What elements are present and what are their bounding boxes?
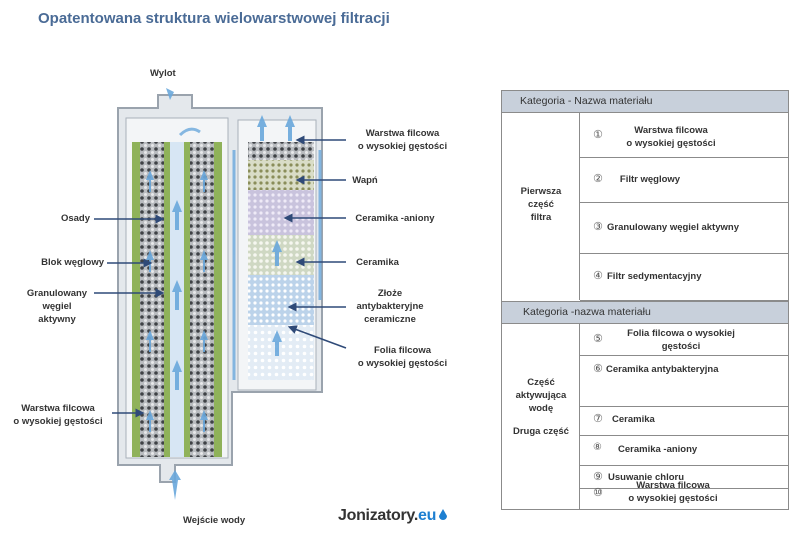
materials-table: Kategoria - Nazwa materiału Pierwsza czę…: [501, 90, 789, 510]
table-row: ⑨ Usuwanie chloru: [580, 466, 788, 489]
table-row: ④ Filtr sedymentacyjny: [580, 254, 788, 301]
label-carbon-block: Blok węglowy: [41, 257, 104, 268]
table-row: ⑥ Ceramika antybakteryjna: [580, 356, 788, 407]
outlet-label: Wylot: [150, 68, 176, 79]
label-anion-ceramic: Ceramika -aniony: [355, 213, 435, 224]
table-header-1: Kategoria - Nazwa materiału: [502, 91, 788, 113]
water-drop-icon: [439, 509, 448, 520]
label-calcium: Wapń: [352, 175, 378, 186]
table-row: ② Filtr węglowy: [580, 158, 788, 203]
table-row: ⑤ Folia filcowa o wysokiej gęstości: [580, 323, 788, 356]
table-row: ③ Granulowany węgiel aktywny: [580, 203, 788, 254]
category-activation-part: Część aktywująca wodę: [515, 377, 567, 414]
label-granulated-carbon: Granulowany węgiel aktywny: [26, 288, 88, 325]
label-antibacterial-bed: Złoże antybakteryjne ceramiczne: [356, 288, 424, 325]
category-second-part: Druga część: [513, 426, 569, 437]
brand-logo: Jonizatory.eu: [338, 507, 448, 525]
label-felt-layer-left: Warstwa filcowa o wysokiej gęstości: [13, 403, 103, 427]
filter-diagram: [94, 88, 347, 500]
table-row: ① Warstwa filcowa o wysokiej gęstości: [580, 112, 788, 158]
table-row: ⑦ Ceramika: [580, 407, 788, 436]
table-row: ⑧ Ceramika -aniony: [580, 436, 788, 466]
label-ceramic: Ceramika: [356, 257, 399, 268]
inlet-label: Wejście wody: [183, 515, 246, 526]
category-first-part: Pierwsza część filtra: [520, 186, 562, 223]
table-header-2: Kategoria -nazwa materiału: [502, 301, 788, 324]
page-title: Opatentowana struktura wielowarstwowej f…: [38, 10, 390, 27]
label-sediment: Osady: [60, 213, 90, 224]
table-row: ⑩ Warstwa filcowa o wysokiej gęstości: [593, 480, 718, 504]
label-felt-foil: Folia filcowa o wysokiej gęstości: [357, 345, 448, 369]
label-felt-layer-right: Warstwa filcowa o wysokiej gęstości: [357, 128, 448, 152]
